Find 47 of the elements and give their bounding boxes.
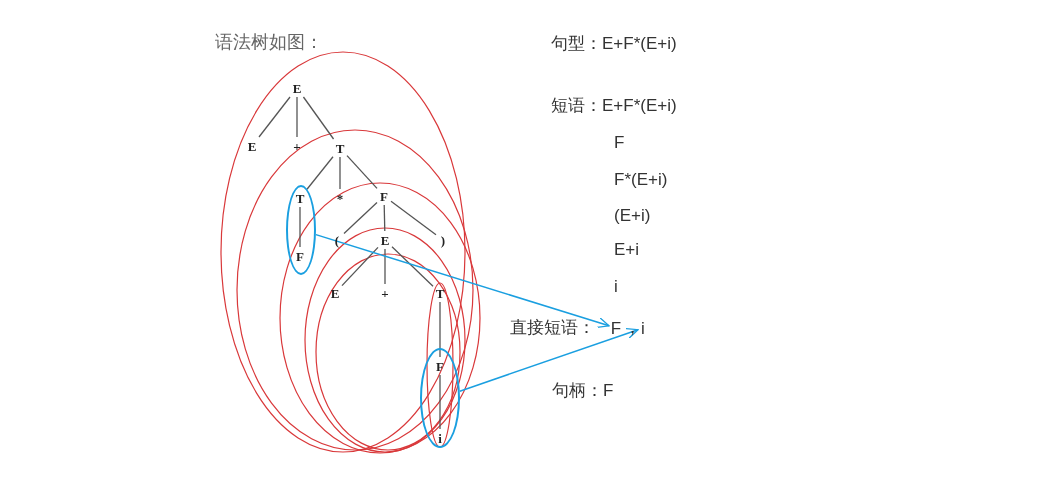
- tree-symbol: F: [433, 357, 447, 375]
- heading-text: 语法树如图：: [215, 31, 323, 54]
- grammar-text: 直接短语：: [510, 317, 595, 339]
- tree-symbol: E: [290, 79, 304, 97]
- tree-symbol: (: [330, 231, 344, 249]
- grammar-text: E+i: [614, 239, 640, 261]
- grammar-text: F*(E+i): [614, 169, 668, 191]
- tree-branch-line: [439, 301, 441, 358]
- highlight-ellipse: [420, 348, 460, 448]
- grammar-text: i: [614, 276, 618, 298]
- grammar-text: 句型：E+F*(E+i): [551, 33, 677, 55]
- tree-symbol: F: [293, 247, 307, 265]
- tree-branch-line: [343, 201, 378, 235]
- tree-branch-line: [390, 200, 437, 236]
- tree-symbol: T: [333, 139, 347, 157]
- tree-branch-line: [341, 246, 379, 287]
- tree-branch-line: [258, 96, 291, 138]
- grammar-text: 句柄：F: [552, 380, 614, 402]
- arrow: [459, 327, 639, 392]
- symbol-text: F: [609, 316, 623, 340]
- tree-symbol: E: [245, 137, 259, 155]
- tree-symbol: +: [290, 137, 304, 155]
- tree-symbol: *: [333, 189, 347, 207]
- symbol-text: i: [638, 316, 648, 340]
- tree-branch-line: [391, 246, 434, 287]
- tree-symbol: T: [433, 284, 447, 302]
- tree-symbol: +: [378, 284, 392, 302]
- tree-branch-line: [384, 248, 386, 285]
- grammar-text: F: [614, 132, 625, 154]
- tree-branch-line: [302, 96, 335, 140]
- tree-symbol: i: [433, 429, 447, 447]
- grammar-text: ，: [624, 317, 641, 339]
- tree-symbol: E: [378, 231, 392, 249]
- tree-symbol: T: [293, 189, 307, 207]
- tree-branch-line: [383, 204, 386, 232]
- grammar-text: 短语：E+F*(E+i): [551, 95, 677, 117]
- tree-symbol: E: [328, 284, 342, 302]
- tree-branch-line: [339, 156, 341, 190]
- tree-branch-line: [296, 96, 298, 138]
- tree-symbol: F: [377, 187, 391, 205]
- tree-branch-line: [346, 155, 378, 189]
- tree-symbol: ): [436, 231, 450, 249]
- tree-branch-line: [306, 156, 334, 190]
- highlight-ellipse: [286, 185, 316, 275]
- arrow: [315, 233, 610, 328]
- grammar-text: (E+i): [614, 205, 651, 227]
- tree-branch-line: [299, 206, 301, 248]
